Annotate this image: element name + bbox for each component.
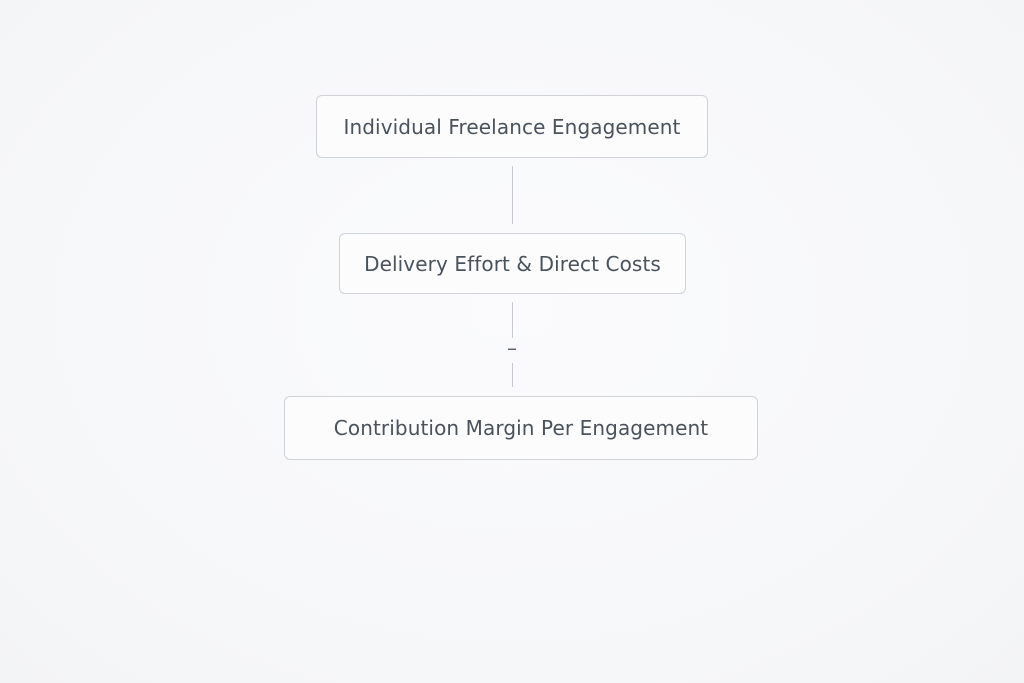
node-label: Individual Freelance Engagement [343, 114, 681, 139]
node-label: Contribution Margin Per Engagement [333, 416, 709, 440]
operator-symbol: – [507, 336, 517, 360]
connector-line [512, 363, 513, 387]
node-label: Delivery Effort & Direct Costs [364, 251, 661, 276]
node-delivery-effort-direct-costs: Delivery Effort & Direct Costs [339, 233, 686, 294]
node-individual-freelance-engagement: Individual Freelance Engagement [316, 95, 708, 158]
minus-operator: – [494, 334, 530, 362]
node-contribution-margin-per-engagement: Contribution Margin Per Engagement [284, 396, 758, 460]
connector-line [512, 302, 513, 338]
connector-line [512, 166, 513, 224]
